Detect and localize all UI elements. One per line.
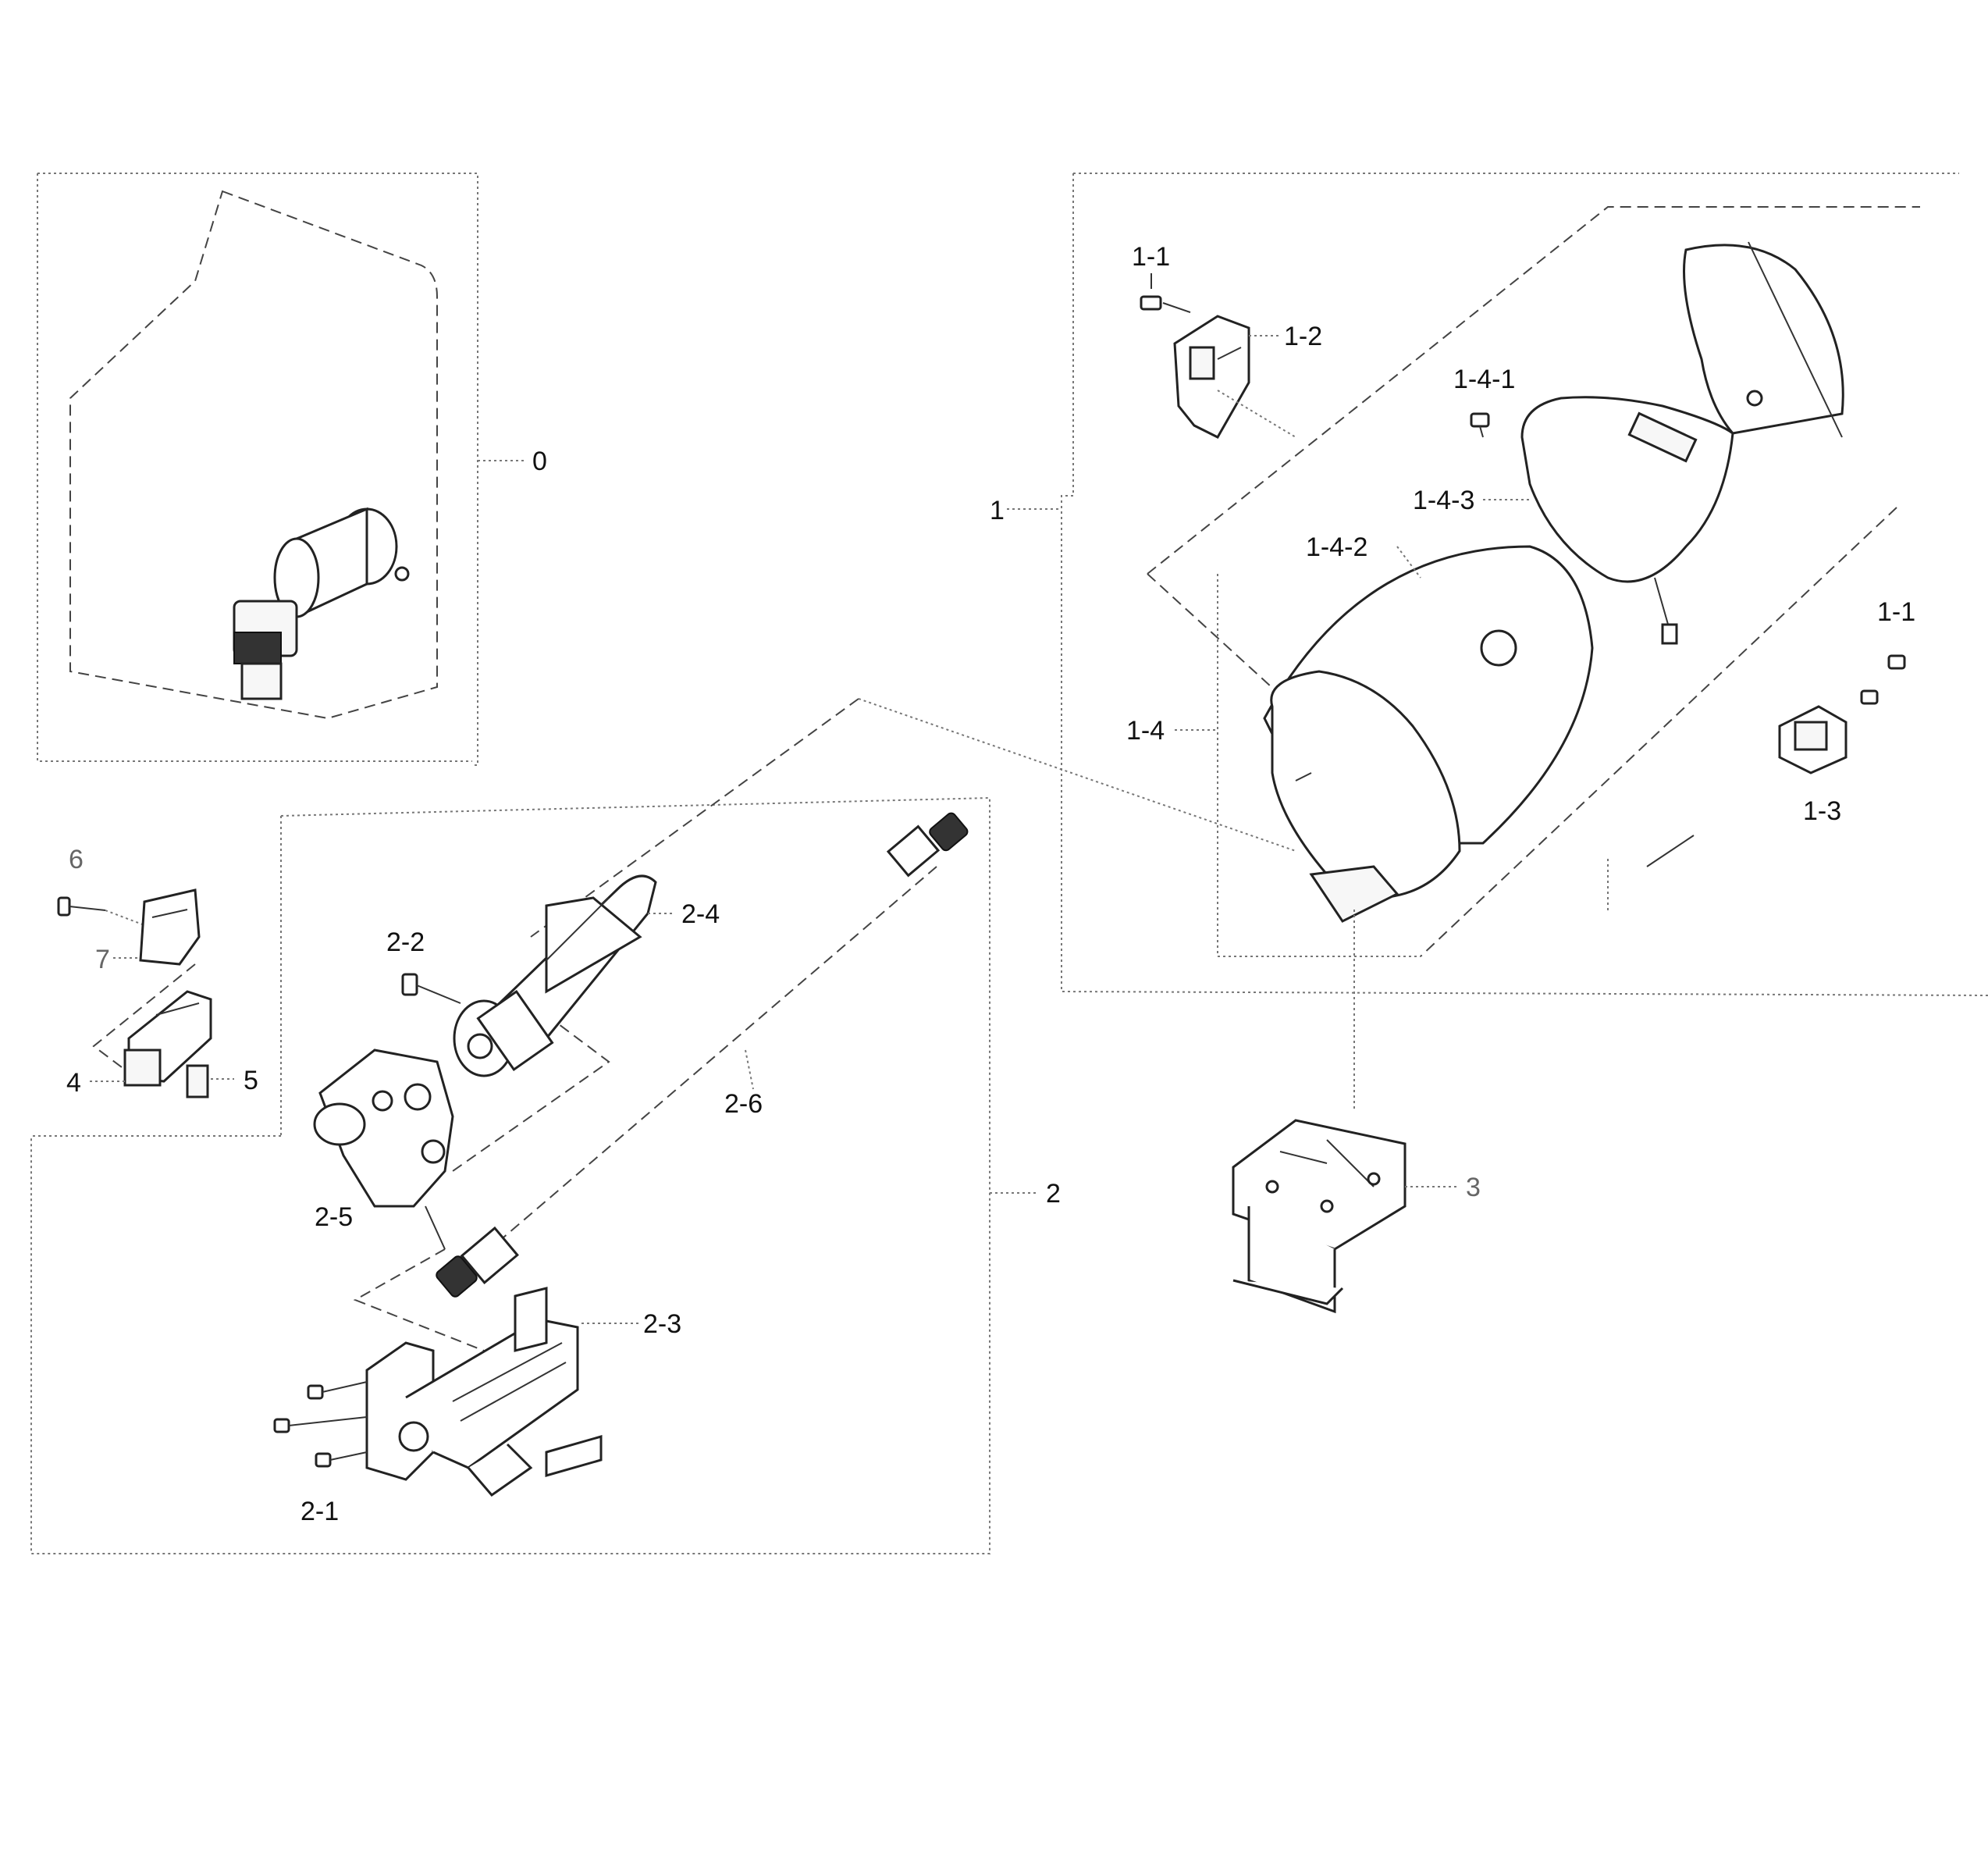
drum-envelope-left [1147, 573, 1281, 696]
assembly-2: 2 2-6 2-4 2-2 [30, 698, 1061, 1554]
label-2-5: 2-5 [315, 1202, 353, 1232]
part-2-1-screws [273, 1381, 368, 1468]
drum-envelope-bottom [1420, 507, 1897, 957]
part-1-1-top-screw [1140, 273, 1191, 313]
part-2-6-shaft [436, 812, 969, 1298]
leader-2-to-1 [858, 698, 1296, 852]
part-2-3-bracket [365, 1287, 603, 1497]
envelope-4-7 [92, 963, 196, 1070]
label-2-6: 2-6 [724, 1089, 763, 1119]
label-1-4-2: 1-4-2 [1306, 532, 1367, 562]
label-1-4-3: 1-4-3 [1413, 486, 1474, 515]
part-6-screw [57, 896, 145, 926]
label-1: 1 [990, 496, 1005, 525]
part-1-4-3-rear-drum [1520, 241, 1844, 645]
assembly-4-7: 6 7 4 5 [31, 816, 282, 1137]
part-4-sensor [123, 990, 212, 1087]
drum-envelope-top [1147, 206, 1920, 575]
label-2: 2 [1046, 1179, 1061, 1209]
part-5-pad [186, 1064, 209, 1098]
label-1-2: 1-2 [1284, 322, 1322, 351]
part-1-3-switch [1778, 705, 1848, 774]
group-box-1-left [1061, 173, 1988, 996]
assembly-0: 0 [37, 173, 547, 766]
part-2-2-screw [401, 973, 461, 1004]
label-5: 5 [244, 1066, 258, 1095]
part-1-4-2-front-drum [1263, 545, 1594, 923]
label-2-2: 2-2 [386, 928, 425, 957]
part-1-1-right-screws [1860, 654, 1906, 705]
label-4: 4 [66, 1068, 81, 1098]
label-2-1: 2-1 [301, 1497, 339, 1526]
motor-assembly-mini [233, 507, 410, 700]
drum-sub-box [1217, 574, 1421, 957]
label-2-3: 2-3 [643, 1309, 681, 1339]
cabinet-outline [69, 190, 438, 720]
label-1-4: 1-4 [1126, 716, 1165, 746]
label-1-1-right: 1-1 [1877, 597, 1915, 627]
label-1-1-top: 1-1 [1132, 242, 1170, 272]
part-2-4-motor [453, 874, 657, 1077]
part-1-4-1-screw [1470, 412, 1490, 438]
label-2-4: 2-4 [681, 899, 720, 929]
group-box-0 [37, 173, 478, 766]
part-1-2-bracket [1173, 315, 1296, 439]
label-6: 6 [69, 845, 84, 874]
assembly-1: 1 1-1 1-2 [990, 173, 1988, 996]
label-3: 3 [1466, 1173, 1481, 1202]
label-1-3: 1-3 [1803, 796, 1841, 826]
part-3-bracket [1232, 1119, 1407, 1314]
part-7-bracket [139, 888, 201, 966]
group-box-2 [30, 796, 990, 1554]
label-7: 7 [95, 945, 110, 974]
envelope-2-bottom [353, 1248, 485, 1351]
part-2-5-gearbox [313, 1049, 454, 1250]
label-0: 0 [532, 447, 547, 476]
envelope-2-mid [452, 1014, 610, 1172]
label-1-4-1: 1-4-1 [1453, 365, 1515, 394]
